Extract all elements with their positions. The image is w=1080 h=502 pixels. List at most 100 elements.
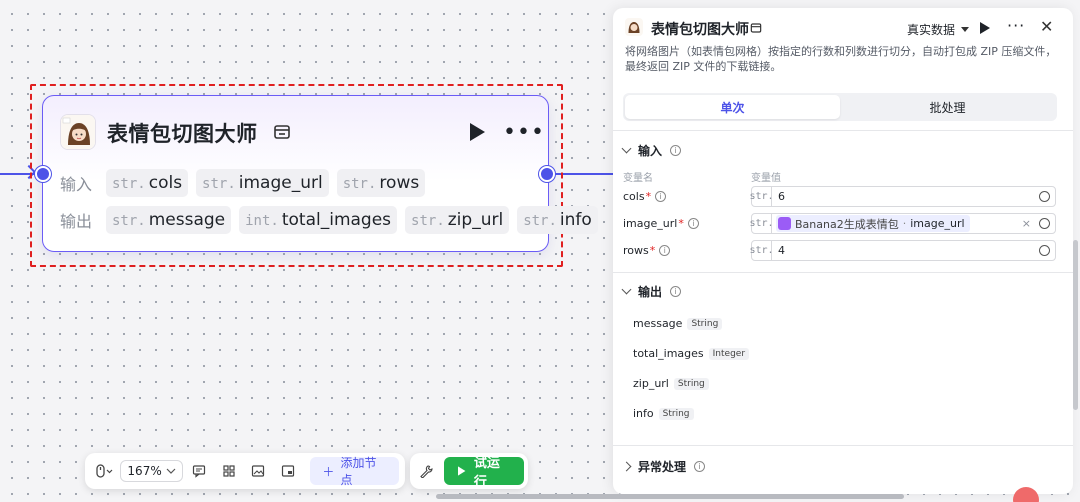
output-type-tag: String (687, 317, 723, 330)
type-tag: str. (749, 214, 774, 233)
column-header-name: 变量名 (623, 173, 653, 184)
run-toolbar: 试运行 (410, 453, 528, 490)
comment-icon[interactable] (187, 458, 212, 484)
zoom-value: 167% (127, 464, 162, 478)
output-param-chip: str.message (106, 206, 232, 234)
variable-picker-icon[interactable] (1039, 191, 1050, 202)
output-type-tag: String (658, 407, 694, 420)
chevron-down-icon (621, 143, 632, 154)
input-section-header[interactable]: 输入 i (621, 142, 682, 159)
minimap-icon[interactable] (275, 458, 300, 484)
add-node-button[interactable]: ＋ 添加节点 (310, 456, 399, 487)
output-param-chip: int.total_images (239, 206, 398, 234)
assistant-avatar-icon[interactable] (1013, 487, 1039, 502)
info-icon[interactable]: i (694, 461, 706, 472)
var-value: 6 (778, 190, 785, 203)
column-header-value: 变量值 (751, 173, 781, 184)
input-param-chip: str.rows (336, 169, 426, 197)
play-icon (458, 466, 466, 476)
panel-more-icon[interactable]: ··· (1007, 16, 1026, 35)
variable-picker-icon[interactable] (1039, 245, 1050, 256)
trial-run-label: 试运行 (473, 456, 500, 490)
var-value: 4 (778, 244, 785, 257)
var-name-image-url: image_url* i (623, 217, 699, 230)
type-tag: str. (749, 241, 774, 260)
panel-run-play-icon[interactable] (980, 22, 990, 34)
info-icon[interactable]: i (687, 218, 699, 229)
tab-batch[interactable]: 批处理 (929, 100, 966, 115)
var-name-cols: cols* i (623, 190, 667, 203)
variable-picker-icon[interactable] (1039, 218, 1050, 229)
info-icon[interactable]: i (670, 286, 682, 297)
info-icon[interactable]: i (655, 191, 667, 202)
incoming-edge (0, 173, 36, 175)
data-mode-value: 真实数据 (907, 23, 956, 37)
type-tag: str. (749, 187, 774, 206)
anime-girl-avatar-icon (625, 18, 643, 36)
output-section-header[interactable]: 输出 i (621, 283, 682, 300)
node-outputs-row: 输出 str.message int.total_images str.zip_… (60, 206, 598, 234)
var-input-rows[interactable]: str. 4 (749, 240, 1056, 261)
var-input-image-url[interactable]: str. Banana2生成表情包 · image_url × (749, 213, 1056, 234)
error-handling-section-header[interactable]: 异常处理 i (621, 458, 706, 475)
info-icon[interactable]: i (670, 145, 682, 156)
divider (613, 130, 1073, 131)
input-param-chip: str.image_url (196, 169, 329, 197)
node-run-play-icon[interactable] (468, 122, 486, 142)
panel-title: 表情包切图大师 (651, 22, 749, 38)
output-param-chip: str.zip_url (405, 206, 510, 234)
var-input-cols[interactable]: str. 6 (749, 186, 1056, 207)
node-title: 表情包切图大师 (107, 122, 258, 146)
variable-reference-chip: Banana2生成表情包 · image_url (776, 215, 970, 232)
mouse-mode-icon[interactable] (91, 458, 116, 484)
node-more-icon[interactable]: ••• (503, 120, 545, 145)
input-section-title: 输入 (638, 144, 663, 158)
run-mode-tabs: 单次 批处理 (623, 93, 1057, 121)
output-param-chip: str.info (517, 206, 598, 234)
node-ref-icon (778, 217, 791, 230)
divider (613, 272, 1073, 273)
plugin-store-icon[interactable] (750, 22, 762, 34)
panel-description: 将网络图片（如表情包网格）按指定的行数和列数进行切分，自动打包成 ZIP 压缩文… (625, 45, 1057, 73)
grid-layout-icon[interactable] (216, 458, 241, 484)
plugin-store-icon[interactable] (273, 123, 291, 141)
tab-single[interactable]: 单次 (625, 95, 840, 119)
image-icon[interactable] (246, 458, 271, 484)
outgoing-edge (555, 173, 615, 175)
node-inputs-label: 输入 (60, 175, 93, 194)
trial-run-button[interactable]: 试运行 (444, 456, 524, 490)
panel-vertical-scrollbar[interactable] (1073, 240, 1078, 410)
node-outputs-label: 输出 (60, 212, 93, 231)
workflow-node-card[interactable]: 表情包切图大师 ••• 输入 str.cols str.image_url st… (42, 95, 598, 252)
caret-down-icon (961, 27, 970, 32)
node-detail-panel: 表情包切图大师 真实数据 ··· ✕ 将网络图片（如表情包网格）按指定的行数和列… (613, 8, 1073, 494)
divider (613, 445, 1073, 446)
plus-icon: ＋ (322, 464, 335, 479)
output-type-tag: Integer (708, 347, 750, 360)
output-section-title: 输出 (638, 285, 663, 299)
error-section-title: 异常处理 (638, 460, 687, 474)
input-param-chip: str.cols (106, 169, 189, 197)
canvas-horizontal-scrollbar[interactable] (436, 494, 904, 499)
node-input-port[interactable] (35, 166, 51, 182)
info-icon[interactable]: i (659, 245, 671, 256)
zoom-select[interactable]: 167% (120, 460, 183, 482)
chevron-down-icon (166, 468, 176, 474)
chevron-right-icon (621, 461, 632, 472)
close-icon[interactable]: ✕ (1040, 17, 1054, 36)
add-node-label: 添加节点 (340, 456, 377, 487)
var-name-rows: rows* i (623, 244, 671, 257)
wrench-icon[interactable] (414, 458, 438, 484)
clear-icon[interactable]: × (1021, 217, 1031, 230)
node-selection-frame (30, 84, 563, 267)
node-inputs-row: 输入 str.cols str.image_url str.rows (60, 169, 426, 197)
panel-avatar (625, 18, 643, 36)
data-mode-dropdown[interactable]: 真实数据 (907, 21, 970, 38)
node-output-port[interactable] (539, 166, 555, 182)
node-avatar (60, 114, 96, 150)
canvas-toolbar: 167% ＋ 添加节点 (85, 453, 405, 489)
